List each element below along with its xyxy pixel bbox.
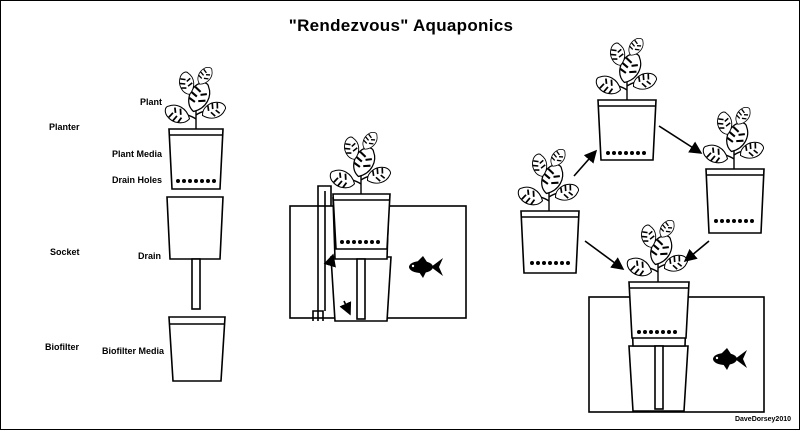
label-plant: Plant bbox=[140, 97, 163, 107]
label-plant-media: Plant Media bbox=[112, 149, 163, 159]
plant-icon bbox=[327, 129, 392, 194]
plant-icon bbox=[624, 217, 689, 282]
biofilter-pot bbox=[168, 316, 226, 382]
planter-pot bbox=[168, 128, 224, 190]
arrow-icon bbox=[683, 240, 710, 263]
author-credit: DaveDorsey2010 bbox=[734, 416, 791, 423]
loop-system bbox=[515, 35, 765, 413]
label-biofilter-media: Biofilter Media bbox=[102, 346, 165, 356]
plant-icon bbox=[162, 64, 227, 129]
label-planter: Planter bbox=[49, 122, 80, 132]
label-drain: Drain bbox=[138, 251, 162, 261]
plant-icon bbox=[515, 146, 580, 211]
plant-icon bbox=[700, 104, 765, 169]
label-biofilter: Biofilter bbox=[45, 342, 80, 352]
arrow-icon bbox=[658, 125, 703, 154]
exploded-view bbox=[162, 64, 227, 382]
diagram-title: "Rendezvous" Aquaponics bbox=[288, 16, 514, 35]
plant-icon bbox=[593, 35, 658, 100]
socket-pot bbox=[166, 196, 224, 310]
single-tank-assembly bbox=[289, 129, 467, 322]
label-drain-holes: Drain Holes bbox=[112, 175, 163, 185]
arrow-icon bbox=[573, 149, 598, 177]
arrow-icon bbox=[584, 240, 625, 270]
label-socket: Socket bbox=[50, 247, 80, 257]
